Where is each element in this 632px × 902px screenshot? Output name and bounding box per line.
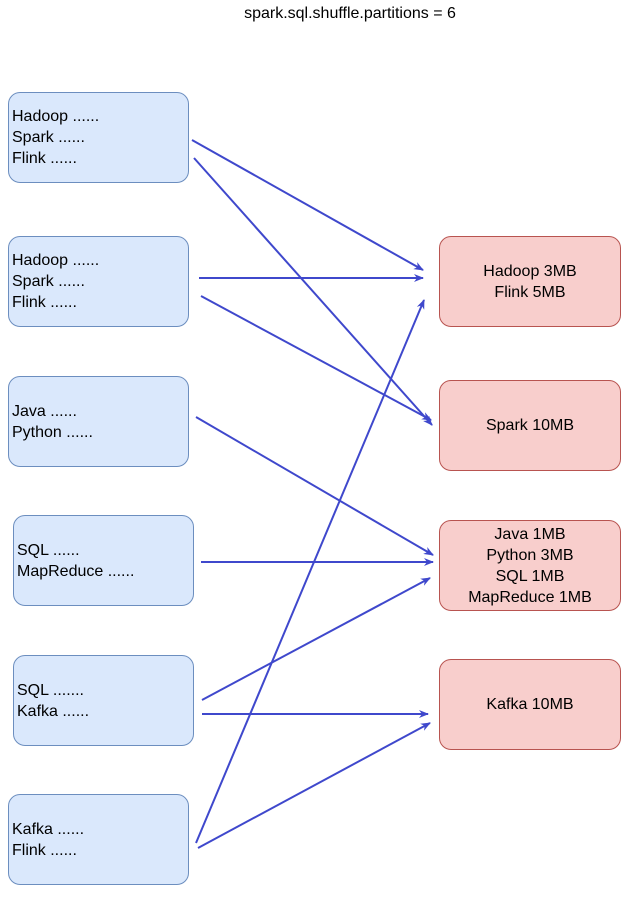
source-line: MapReduce ......	[17, 562, 135, 580]
source-line: Hadoop ......	[12, 252, 100, 269]
source-line: Flink ......	[12, 150, 77, 167]
source-line: Hadoop ......	[12, 108, 100, 125]
source-line: SQL ......	[17, 541, 80, 559]
target-partition-1: Hadoop 3MB Flink 5MB	[439, 236, 621, 327]
target-partition-3: Java 1MB Python 3MB SQL 1MB MapReduce 1M…	[439, 520, 621, 611]
source-line: Kafka ......	[12, 820, 85, 838]
source-partition-1: Hadoop ...... Spark ...... Flink ......	[8, 92, 189, 183]
shuffle-arrow-s6-to-t4	[197, 722, 431, 849]
source-partition-2: Hadoop ...... Spark ...... Flink ......	[8, 236, 189, 327]
source-partition-4: SQL ...... MapReduce ......	[13, 515, 194, 606]
source-line: Kafka ......	[17, 702, 90, 720]
shuffle-arrow-s1-to-t1	[191, 139, 424, 271]
source-partition-6: Kafka ...... Flink ......	[8, 794, 189, 885]
source-line: Flink ......	[12, 841, 77, 859]
target-line: Spark 10MB	[485, 417, 575, 434]
diagram-title: spark.sql.shuffle.partitions = 6	[244, 5, 456, 22]
source-line: Flink ......	[12, 294, 77, 311]
source-line: Spark ......	[12, 129, 85, 146]
target-line: Flink 5MB	[494, 283, 566, 301]
target-partition-2: Spark 10MB	[439, 380, 621, 471]
source-partition-5: SQL ....... Kafka ......	[13, 655, 194, 746]
target-partition-4: Kafka 10MB	[439, 659, 621, 750]
target-line: Java 1MB	[494, 525, 566, 543]
source-partition-3: Java ...... Python ......	[8, 376, 189, 467]
shuffle-arrow-s2-to-t2	[200, 295, 432, 421]
source-line: Spark ......	[12, 273, 85, 290]
source-line: Python ......	[12, 423, 93, 441]
shuffle-arrow-s3-to-t3	[195, 416, 434, 556]
source-line: Java ......	[12, 402, 77, 420]
target-line: Hadoop 3MB	[483, 262, 577, 280]
target-line: Kafka 10MB	[486, 696, 574, 713]
shuffle-arrow-s6-to-t1	[195, 299, 425, 844]
shuffle-arrow-s5-to-t3	[201, 577, 431, 701]
shuffle-arrow-s1-to-t2	[193, 157, 433, 426]
target-line: SQL 1MB	[495, 567, 565, 585]
target-line: Python 3MB	[486, 546, 574, 564]
source-line: SQL .......	[17, 681, 84, 699]
target-line: MapReduce 1MB	[468, 588, 592, 606]
